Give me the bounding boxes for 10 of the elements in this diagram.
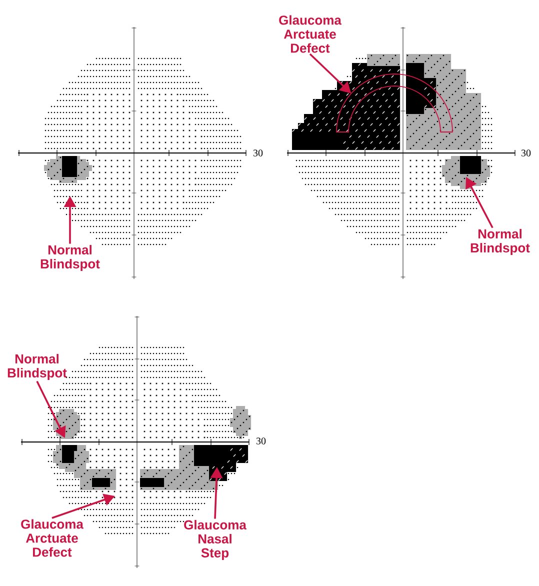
callout-label: Normal Blindspot — [470, 228, 530, 256]
callout-label: Normal Blindspot — [40, 244, 100, 272]
callout-label: Normal Blindspot — [8, 354, 67, 380]
callout-label: Glaucoma Arctuate Defect — [21, 519, 84, 557]
callout-label: Glaucoma Nasal Step — [184, 520, 246, 560]
axis-label: 30 — [256, 438, 266, 444]
axis-label: 30 — [522, 150, 531, 156]
callout-label: Glaucoma Arctuate Defect — [279, 15, 342, 53]
axis-label: 30 — [254, 150, 263, 156]
defect-outline — [336, 74, 453, 132]
